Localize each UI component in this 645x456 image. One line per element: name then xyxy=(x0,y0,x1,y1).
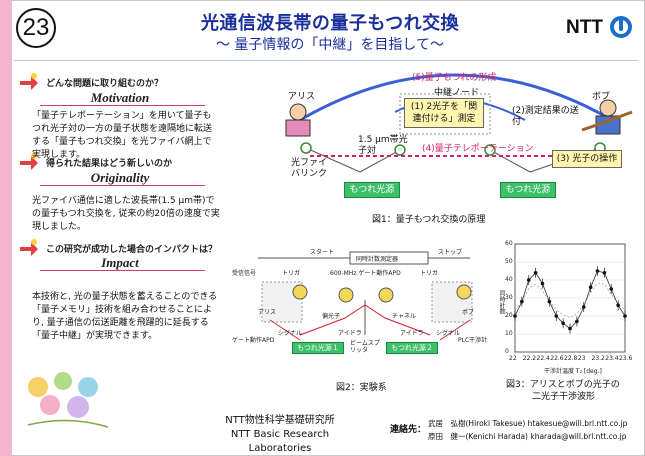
fig1-relay-node-label: 中継ノード xyxy=(434,88,480,98)
fig1-step3-box: (3) 光子の操作 xyxy=(552,150,622,168)
left-accent-bar xyxy=(0,0,12,456)
heading-underline xyxy=(40,270,205,271)
fig2-signal-left-label: シグナル xyxy=(278,330,303,337)
fig1-fiber-link-label: 光ファイバリンク xyxy=(291,158,328,179)
fig2-apd-left-label: ゲート動作APD xyxy=(232,337,275,344)
fig2-signal-right-label: シグナル xyxy=(436,330,461,337)
fig2-idler-right-label: アイドラ xyxy=(400,330,424,337)
contact-label: 連絡先： xyxy=(390,425,427,435)
ntt-logo-icon xyxy=(610,16,632,38)
section-heading: Originality xyxy=(90,170,150,185)
heading-underline xyxy=(40,185,205,186)
fig3-x-tick-label: 22.4 xyxy=(536,355,550,362)
fig3-x-tick-label: 23.4 xyxy=(605,355,619,362)
fig2-polarizer-label: 偏光子 xyxy=(322,313,341,320)
section-body: 「量子テレポーテーション」を用いて量子もつれ光子対の一方の量子状態を遠隔地に転送… xyxy=(32,111,213,160)
fig3-caption-line1: 図3：アリスとボブの光子の xyxy=(506,380,620,390)
header-divider xyxy=(14,60,638,61)
section-body: 光ファイバ通信に適した波長帯(1.5 μm帯)での量子もつれ交換を, 従来の約2… xyxy=(32,196,220,232)
fig3-y-tick-label: 60 xyxy=(505,240,513,247)
fig3-y-tick-label: 10 xyxy=(505,330,513,337)
section-heading: Motivation xyxy=(90,90,150,105)
fig2-start-label: スタート xyxy=(310,249,335,256)
fig2-bob-label: ボブ xyxy=(462,309,475,316)
section-heading: Impact xyxy=(101,255,139,270)
fig1-source-left: もつれ光源 xyxy=(344,182,400,198)
institute-name: NTT物性科学基礎研究所 NTT Basic Research Laborato… xyxy=(200,414,360,456)
fig2-trigger-right-label: トリガ xyxy=(420,270,439,277)
fig3-x-tick-label: 22.8 xyxy=(564,355,578,362)
fig2-idler-left-label: アイドラ xyxy=(338,330,362,337)
fig3-y-tick-label: 50 xyxy=(505,258,513,265)
section-question: この研究が成功した場合のインパクトは？ xyxy=(46,245,218,255)
fig3-x-tick-label: 22.6 xyxy=(550,355,564,362)
page-title: 光通信波長帯の量子もつれ交換 xyxy=(200,13,460,34)
fig2-receiver-label: 受信信号 xyxy=(232,270,257,277)
impact-arrow-icon xyxy=(20,239,38,256)
fig3-x-tick-label: 22 xyxy=(509,355,517,362)
fig3-y-tick-label: 20 xyxy=(505,312,513,319)
fig1-step4-label: (4)量子テレポーテーション xyxy=(422,144,534,154)
logo-text: NTT xyxy=(566,17,603,38)
fig1-step5-label: (5)量子もつれの形成 xyxy=(412,73,497,83)
fig1-bob-label: ボブ xyxy=(592,92,611,102)
fig3-x-tick-label: 23.2 xyxy=(591,355,605,362)
section-question: どんな問題に取り組むのか？ xyxy=(46,79,164,89)
fig2-trigger-left-label: トリガ xyxy=(282,270,301,277)
fig3-ylabel: 同時計数 xyxy=(498,290,505,314)
page-subtitle: ～ 量子情報の「中継」を目指して～ xyxy=(215,37,445,53)
fig2-alice-label: アリス xyxy=(258,309,277,316)
fig2-caption: 図2：実験系 xyxy=(336,383,387,393)
ntt-logo: NTT xyxy=(566,16,636,40)
fig3-xlabel: 干渉計温度 T₂ [deg.] xyxy=(544,368,602,375)
institute-name-en: NTT Basic Research Laboratories xyxy=(230,429,330,454)
fig3-caption-line2: 二光子干渉波形 xyxy=(532,392,596,402)
section-question: 得られた結果はどう新しいのか xyxy=(46,159,173,169)
fig2-channel-label: チャネル xyxy=(392,313,416,320)
fig3-y-tick-label: 0 xyxy=(505,348,509,355)
fig1-photon-pair-label: 1.5 μm帯光子対 xyxy=(358,135,408,156)
fig3-y-tick-label: 40 xyxy=(505,276,513,283)
heading-underline xyxy=(40,105,205,106)
fig3-x-tick-label: 22.2 xyxy=(522,355,537,362)
science-fair-logo xyxy=(27,372,109,428)
contact-line-2: 原田 健一(Kenichi Harada) kharada@will.brl.n… xyxy=(428,432,627,441)
fig2-beam-splitter-label: ビームスプリッタ xyxy=(350,340,380,354)
fig2-source2: もつれ光源２ xyxy=(386,342,438,354)
fig3-x-tick-label: 23.6 xyxy=(619,355,633,362)
fig2-counter-label: 同時計数測定器 xyxy=(356,256,399,263)
fig1-alice-label: アリス xyxy=(288,92,316,102)
fig2-apd-center-label: 600-MHz ゲート動作APD xyxy=(330,270,401,277)
question-arrow-icon xyxy=(20,73,38,90)
contact-line-1: 武居 弘樹(Hiroki Takesue) htakesue@will.brl.… xyxy=(428,419,628,428)
fig3-y-tick-label: 30 xyxy=(505,294,513,301)
fig1-step1-box: (1) 2光子を「関連付ける」測定 xyxy=(404,98,484,128)
fig2-plc-label: PLC干渉計 xyxy=(458,337,488,344)
section-body: 本技術と, 光の量子状態を蓄えることのできる「量子メモリ」技術を組み合わせること… xyxy=(32,292,218,341)
result-arrow-icon xyxy=(20,153,38,170)
fig1-source-right: もつれ光源 xyxy=(500,182,556,198)
fig1-caption: 図1：量子もつれ交換の原理 xyxy=(372,215,486,225)
fig2-source1: もつれ光源１ xyxy=(292,342,344,354)
poster-number-badge: 23 xyxy=(16,8,56,48)
fig2-stop-label: ストップ xyxy=(438,249,463,256)
institute-name-ja: NTT物性科学基礎研究所 xyxy=(225,415,335,426)
fig1-step2-label: (2)測定結果の送付 xyxy=(512,106,579,127)
fig3-x-tick-label: 23 xyxy=(577,355,586,362)
